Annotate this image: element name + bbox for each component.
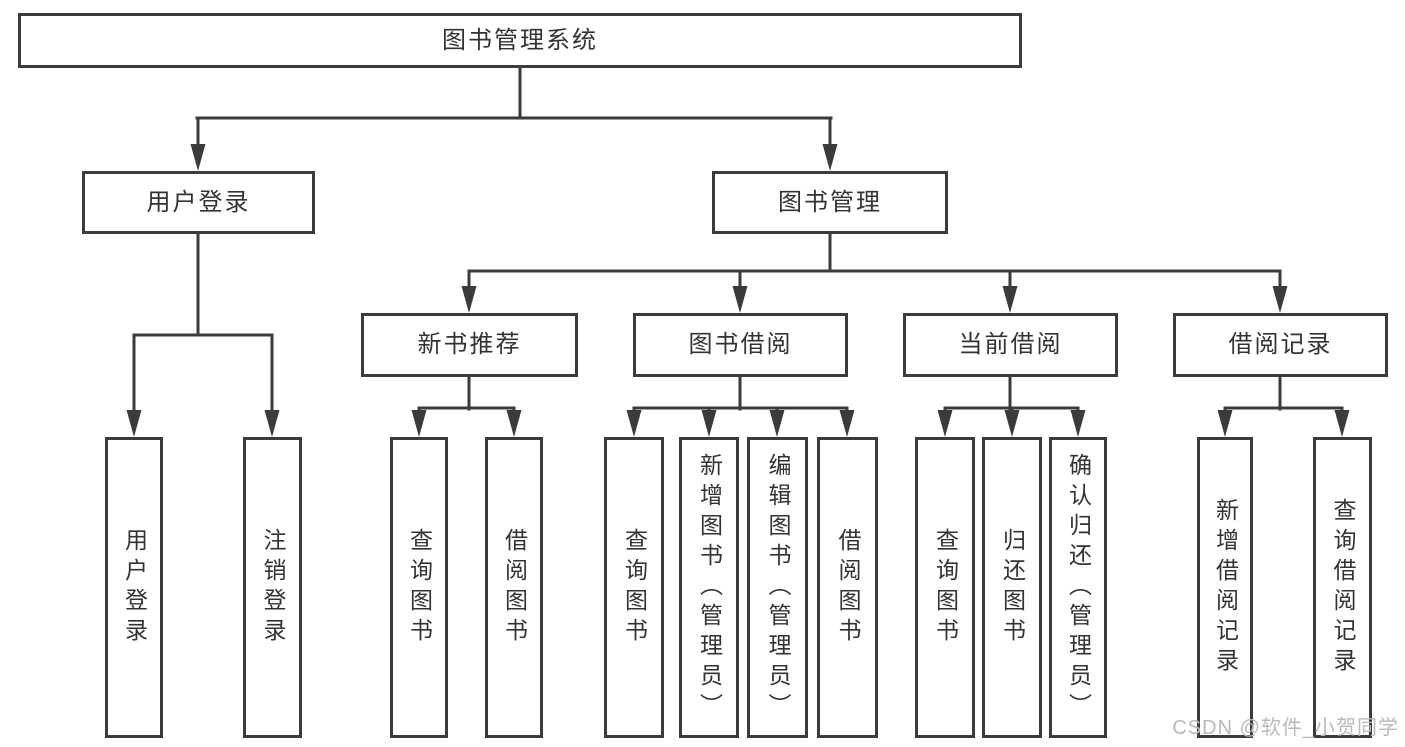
leaf-confirm-return-admin: 确认归还（管理员） [1049,437,1107,738]
leaf-logout: 注销登录 [243,437,302,738]
node-book-management: 图书管理 [712,171,948,234]
node-borrow-records: 借阅记录 [1173,313,1388,377]
leaf-add-borrow-record: 新增借阅记录 [1197,437,1253,738]
leaf-edit-books-admin: 编辑图书（管理员） [747,437,808,738]
node-user-login: 用户登录 [82,171,315,234]
leaf-query-books-recommend: 查询图书 [390,437,448,738]
leaf-query-books-current: 查询图书 [915,437,975,738]
arrowheads [126,144,1350,437]
csdn-watermark: CSDN @软件_小贺同学 [1172,717,1399,739]
leaf-return-books: 归还图书 [982,437,1042,738]
leaf-query-books-borrow: 查询图书 [604,437,664,738]
node-new-book-recommend: 新书推荐 [361,313,578,377]
leaf-borrow-books-recommend: 借阅图书 [485,437,543,738]
node-current-borrow: 当前借阅 [903,313,1118,377]
node-root-system: 图书管理系统 [18,13,1022,68]
leaf-add-books-admin: 新增图书（管理员） [679,437,739,738]
leaf-borrow-books: 借阅图书 [817,437,878,738]
leaf-query-borrow-record: 查询借阅记录 [1313,437,1372,738]
leaf-user-login: 用户登录 [105,437,163,738]
node-book-borrow: 图书借阅 [633,313,848,377]
